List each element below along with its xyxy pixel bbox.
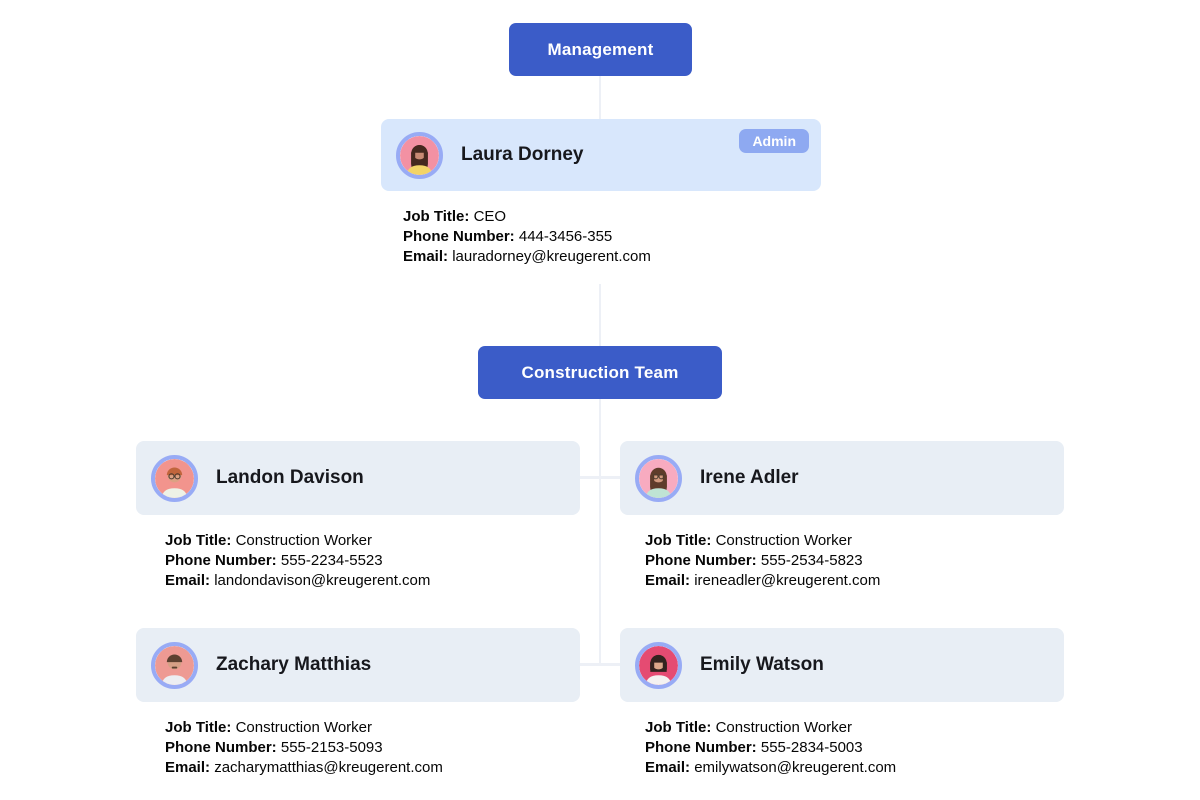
- person-name: Irene Adler: [700, 467, 799, 488]
- person-name: Laura Dorney: [461, 144, 584, 165]
- person-details-emily-watson: Job Title: Construction Worker Phone Num…: [645, 718, 896, 778]
- person-name: Zachary Matthias: [216, 654, 372, 675]
- phone-line: Phone Number: 555-2834-5003: [645, 739, 863, 756]
- person-card-emily-watson[interactable]: Emily Watson: [620, 628, 1064, 702]
- connector-branch-top-row: [580, 476, 620, 479]
- email-line: Email: lauradorney@kreugerent.com: [403, 248, 651, 265]
- admin-badge: Admin: [739, 129, 809, 153]
- avatar-landon-davison: [151, 454, 198, 502]
- person-details-irene-adler: Job Title: Construction Worker Phone Num…: [645, 531, 880, 591]
- phone-line: Phone Number: 555-2534-5823: [645, 552, 863, 569]
- email-line: Email: emilywatson@kreugerent.com: [645, 759, 897, 776]
- person-name: Emily Watson: [700, 654, 824, 675]
- email-line: Email: ireneadler@kreugerent.com: [645, 572, 881, 589]
- email-line: Email: landondavison@kreugerent.com: [165, 572, 431, 589]
- construction-team-group-label: Construction Team: [521, 362, 679, 382]
- avatar-laura-dorney: [396, 131, 443, 179]
- avatar-emily-watson: [635, 641, 682, 689]
- person-card-laura-dorney[interactable]: Laura Dorney Admin: [381, 119, 821, 191]
- person-name: Landon Davison: [216, 467, 364, 488]
- person-details-landon-davison: Job Title: Construction Worker Phone Num…: [165, 531, 430, 591]
- person-card-irene-adler[interactable]: Irene Adler: [620, 441, 1064, 515]
- person-details-laura-dorney: Job Title: CEO Phone Number: 444-3456-35…: [403, 207, 651, 267]
- avatar-irene-adler: [635, 454, 682, 502]
- person-card-zachary-matthias[interactable]: Zachary Matthias: [136, 628, 580, 702]
- person-card-landon-davison[interactable]: Landon Davison: [136, 441, 580, 515]
- connector-management-to-manager: [599, 76, 601, 120]
- job-title-line: Job Title: Construction Worker: [165, 719, 373, 736]
- management-group-button[interactable]: Management: [509, 23, 692, 76]
- phone-line: Phone Number: 555-2234-5523: [165, 552, 383, 569]
- construction-team-group-button[interactable]: Construction Team: [478, 346, 722, 399]
- phone-line: Phone Number: 444-3456-355: [403, 228, 613, 245]
- job-title-line: Job Title: Construction Worker: [645, 532, 853, 549]
- person-details-zachary-matthias: Job Title: Construction Worker Phone Num…: [165, 718, 443, 778]
- connector-branch-bottom-row: [580, 663, 620, 666]
- job-title-line: Job Title: Construction Worker: [645, 719, 853, 736]
- job-title-line: Job Title: Construction Worker: [165, 532, 373, 549]
- email-line: Email: zacharymatthias@kreugerent.com: [165, 759, 443, 776]
- connector-team-trunk: [599, 399, 601, 665]
- avatar-zachary-matthias: [151, 641, 198, 689]
- management-group-label: Management: [547, 39, 654, 59]
- job-title-line: Job Title: CEO: [403, 208, 507, 225]
- connector-manager-to-team: [599, 284, 601, 347]
- phone-line: Phone Number: 555-2153-5093: [165, 739, 383, 756]
